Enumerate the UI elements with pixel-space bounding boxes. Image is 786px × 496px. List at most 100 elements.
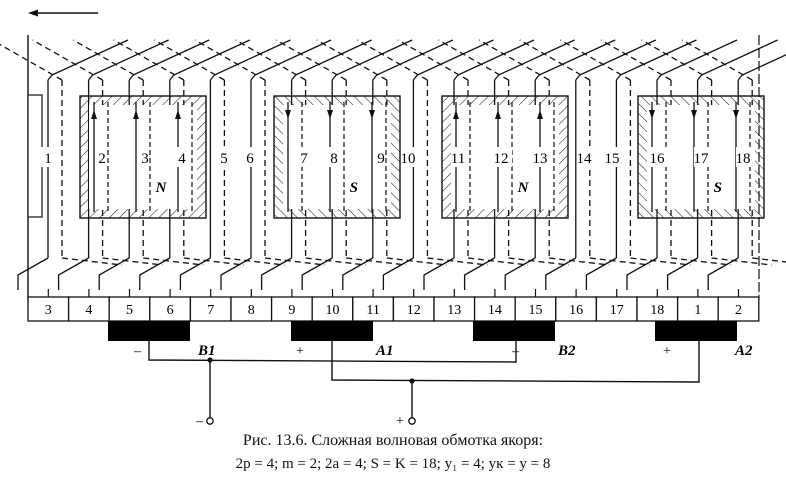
arrow-down-icon <box>285 110 291 119</box>
brush-block <box>473 321 555 341</box>
segment-box <box>555 296 598 322</box>
commutator-segment: 14 <box>473 289 516 322</box>
brushes: B1–A1+B2–A2+ <box>108 321 753 359</box>
arrow-down-icon <box>649 110 655 119</box>
end-connection-bottom-dashed <box>549 257 610 266</box>
arrow-up-icon <box>453 110 459 119</box>
slot-label: 2 <box>98 151 106 167</box>
slot-label: 8 <box>330 151 338 167</box>
end-connection-bottom-dashed <box>630 257 691 266</box>
segment-label: 13 <box>447 303 461 318</box>
end-connection-bottom-dashed <box>346 257 407 266</box>
arrow-down-icon <box>691 110 697 119</box>
end-connection-bottom-dashed <box>102 257 163 266</box>
end-connection-top-dashed <box>681 39 753 81</box>
slot-label-bg <box>736 147 754 167</box>
end-connection-top-dashed <box>519 39 591 81</box>
slot-label-bg <box>451 147 469 167</box>
plus-terminal <box>408 417 416 425</box>
brush-label: B2 <box>557 343 576 359</box>
segment-label: 16 <box>569 303 583 318</box>
slot-label: 11 <box>451 151 465 167</box>
commutator-segment: 1 <box>676 289 719 322</box>
brush-a1: A1 + <box>291 321 394 359</box>
end-connection-top <box>494 39 575 81</box>
slot-label: 13 <box>533 151 548 167</box>
slot-label-bg <box>41 147 52 167</box>
brush-wiring: –+ <box>148 341 700 429</box>
slot-label-bg <box>494 147 512 167</box>
end-connection-bottom <box>179 257 211 290</box>
slot-label-bg <box>95 147 106 167</box>
end-connection-top-dashed <box>316 39 388 81</box>
end-connection-top <box>47 39 129 81</box>
brush-polarity: + <box>296 344 304 359</box>
slot-label-bg <box>327 147 338 167</box>
slot-label: 4 <box>178 151 186 167</box>
end-connection-bottom-dashed <box>61 257 123 266</box>
commutator-segment: 6 <box>149 289 192 322</box>
end-connection-top <box>169 39 251 81</box>
end-connection-top-dashed <box>32 39 103 81</box>
segment-label: 6 <box>167 303 174 318</box>
end-connection-bottom <box>139 257 171 290</box>
end-connection-top <box>412 39 494 81</box>
end-connection-top-dashed <box>560 39 631 81</box>
commutator-segment: 7 <box>189 289 232 322</box>
pole-label: N <box>517 180 530 196</box>
commutator-segment: 5 <box>108 289 151 322</box>
segment-label: 18 <box>650 303 664 318</box>
end-connection-top-dashed <box>641 39 712 81</box>
end-connection-top-dashed <box>357 39 428 81</box>
arrow-down-icon <box>733 110 739 119</box>
slot-label-bg <box>243 147 254 167</box>
brush-polarity: – <box>133 344 142 359</box>
end-connection-bottom <box>423 257 455 290</box>
end-connection-bottom-dashed <box>264 257 326 266</box>
end-connection-top-dashed <box>438 39 509 81</box>
segment-label: 3 <box>45 303 52 318</box>
figure-caption-params: 2p = 4; m = 2; 2a = 4; S = K = 18; y₁ = … <box>235 456 551 472</box>
end-connection-bottom <box>666 257 698 290</box>
segment-box <box>717 296 760 322</box>
segment-label: 14 <box>488 303 502 318</box>
brush-b1: B1– <box>108 321 216 359</box>
partial-pole-left <box>27 94 43 218</box>
end-connection-bottom-dashed <box>508 257 569 266</box>
brush-block <box>655 321 737 341</box>
slot-label: 6 <box>246 151 254 167</box>
segment-label: 7 <box>207 303 214 318</box>
slot-label-bg <box>533 147 551 167</box>
commutator-segment: 16 <box>555 289 598 322</box>
junction-dot <box>207 357 213 363</box>
brush-block <box>291 321 373 341</box>
slot-label: 10 <box>401 151 416 167</box>
commutator-segment: 17 <box>595 289 638 322</box>
segment-box <box>27 296 70 322</box>
end-connection-top <box>331 39 413 81</box>
slot-label-bg <box>138 147 149 167</box>
end-connection-bottom <box>585 257 617 290</box>
end-connection-top-dashed <box>154 39 225 81</box>
slot-label-bg <box>374 147 385 167</box>
segment-box <box>514 296 557 322</box>
segment-label: 10 <box>326 303 340 318</box>
end-connection-top-dashed <box>397 39 469 81</box>
segment-label: 4 <box>85 303 92 318</box>
segment-box <box>311 296 354 322</box>
brush-b2: B2– <box>473 321 576 359</box>
end-connection-top <box>656 39 738 81</box>
segment-label: 12 <box>407 303 421 318</box>
plus-bus <box>331 341 700 383</box>
terminal-polarity: + <box>396 414 404 429</box>
brush-label: A1 <box>375 343 394 359</box>
end-connection-top-dashed <box>0 43 63 81</box>
end-connection-bottom <box>57 257 89 290</box>
slot-label: 12 <box>494 151 509 167</box>
end-connection-bottom <box>382 257 414 290</box>
commutator-segment: 15 <box>514 289 557 322</box>
commutator-segment: 18 <box>636 289 679 322</box>
end-connection-top-dashed <box>478 39 550 81</box>
